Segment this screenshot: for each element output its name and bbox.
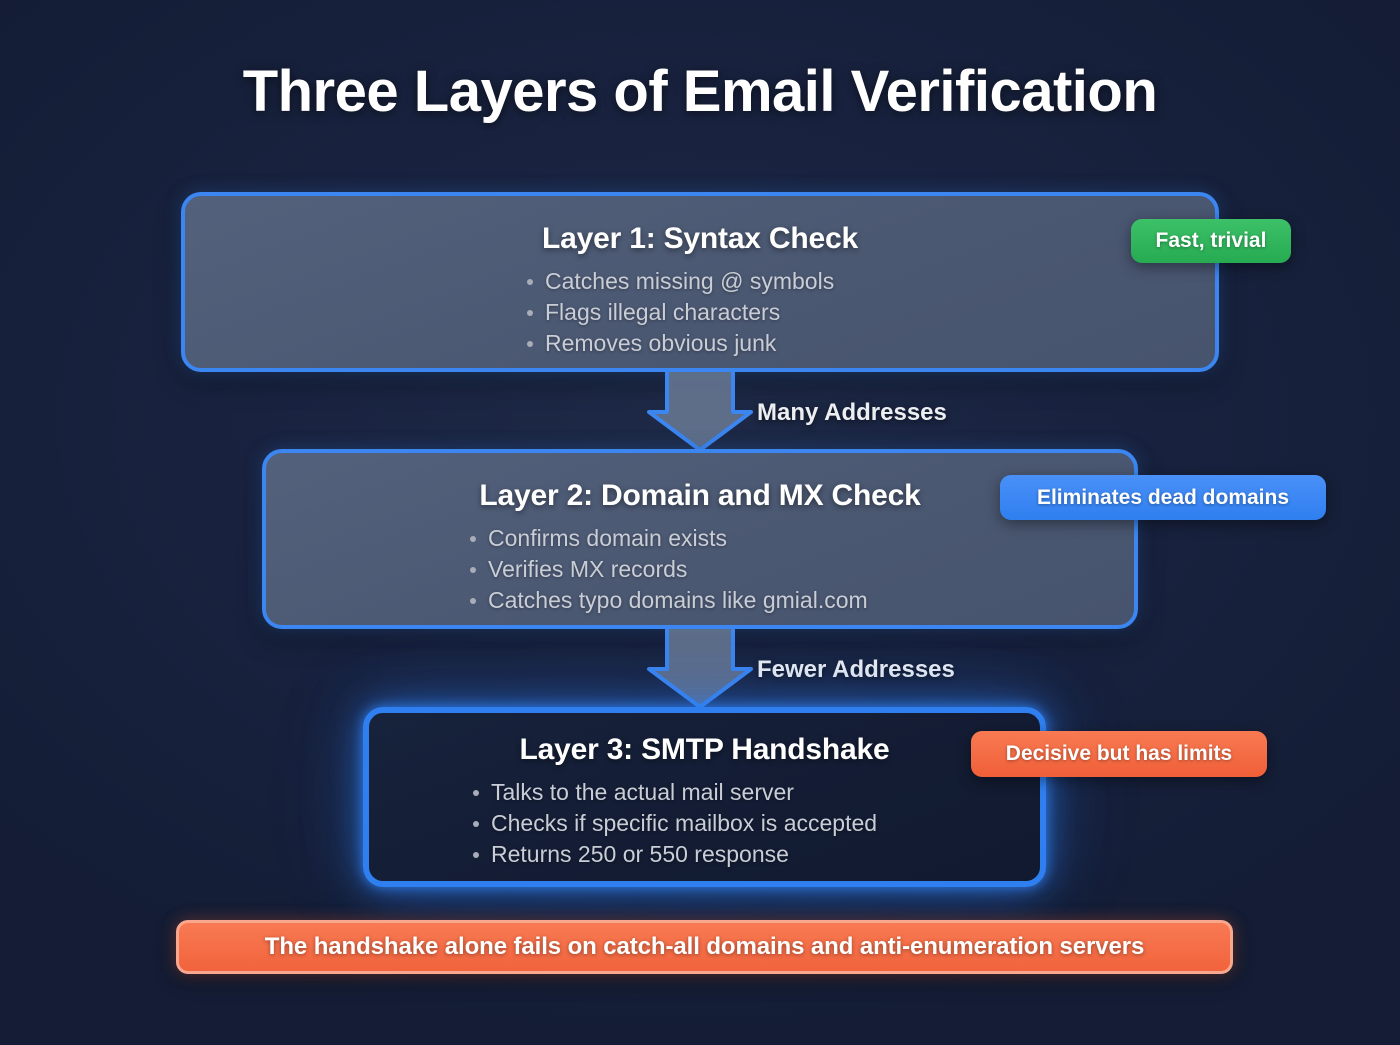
list-item: Confirms domain exists [464,523,1134,554]
layer-3-badge: Decisive but has limits [971,731,1267,777]
layer-2-heading: Layer 2: Domain and MX Check [479,479,921,512]
layer-2-bullet-list: Confirms domain exists Verifies MX recor… [266,523,1134,616]
caveat-banner-text: The handshake alone fails on catch-all d… [264,933,1145,960]
layer-1-badge: Fast, trivial [1131,219,1291,263]
list-item: Talks to the actual mail server [467,777,1040,808]
layer-3-heading: Layer 3: SMTP Handshake [519,733,890,766]
flow-arrow-2-icon [647,625,753,709]
layer-1-bullet-list: Catches missing @ symbols Flags illegal … [185,266,1215,359]
list-item: Flags illegal characters [521,297,1215,328]
caveat-banner: The handshake alone fails on catch-all d… [176,920,1233,974]
list-item: Removes obvious junk [521,328,1215,359]
layer-3-bullet-list: Talks to the actual mail server Checks i… [369,777,1040,870]
flow-label-1: Many Addresses [757,399,947,426]
list-item: Verifies MX records [464,554,1134,585]
layer-3-card: Layer 3: SMTP Handshake Talks to the act… [363,707,1046,887]
list-item: Catches typo domains like gmial.com [464,585,1134,616]
flow-arrow-1-icon [647,368,753,452]
layer-2-card: Layer 2: Domain and MX Check Confirms do… [262,449,1138,629]
list-item: Checks if specific mailbox is accepted [467,808,1040,839]
list-item: Returns 250 or 550 response [467,839,1040,870]
layer-1-heading: Layer 1: Syntax Check [542,222,858,255]
page-title: Three Layers of Email Verification [242,59,1158,124]
list-item: Catches missing @ symbols [521,266,1215,297]
flow-label-2: Fewer Addresses [757,656,955,683]
layer-1-card: Layer 1: Syntax Check Catches missing @ … [181,192,1219,372]
layer-2-badge: Eliminates dead domains [1000,475,1326,520]
